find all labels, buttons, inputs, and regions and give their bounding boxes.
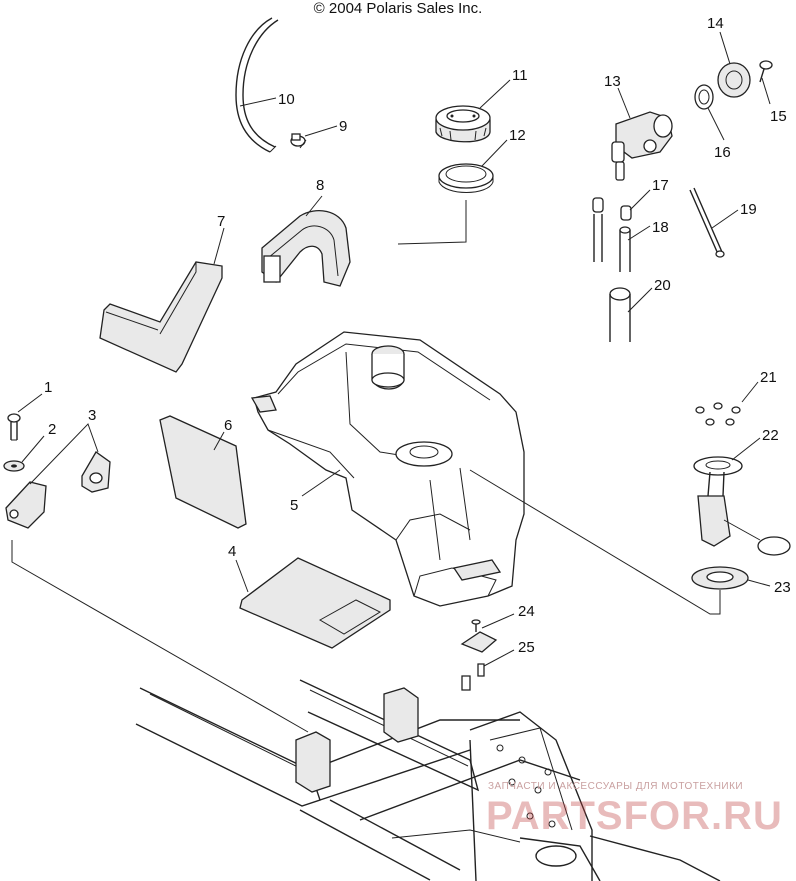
leader-10 <box>239 97 277 107</box>
callout-9: 9 <box>339 118 347 135</box>
leader-5 <box>301 469 341 497</box>
copyright-text: © 2004 Polaris Sales Inc. <box>313 0 483 17</box>
leader-22 <box>731 437 761 461</box>
callout-23: 23 <box>774 579 791 596</box>
callout-8: 8 <box>316 177 324 194</box>
leader-14 <box>719 31 731 65</box>
callout-19: 19 <box>740 201 757 218</box>
leader-16 <box>707 107 725 141</box>
leader-6 <box>213 431 225 451</box>
guide-line-3 <box>11 540 309 733</box>
callout-6: 6 <box>224 417 232 434</box>
part-9-clamp[interactable] <box>290 133 307 149</box>
part-12-cap-gasket[interactable] <box>438 163 494 193</box>
leader-12 <box>481 139 508 167</box>
watermark-brand[interactable]: PARTSFOR.RU <box>486 794 783 838</box>
part-22-fuel-sender[interactable] <box>693 456 791 556</box>
part-18-fuel-hose[interactable] <box>593 214 631 272</box>
callout-3: 3 <box>88 407 96 424</box>
part-13-fuel-valve[interactable] <box>611 111 673 181</box>
leader-7 <box>213 227 225 265</box>
leader-15 <box>761 77 771 105</box>
vehicle-frame <box>135 679 721 881</box>
callout-18: 18 <box>652 219 669 236</box>
callout-1: 1 <box>44 379 52 396</box>
watermark-tagline: ЗАПЧАСТИ И АКСЕССУАРЫ ДЛЯ МОТОТЕХНИКИ <box>488 781 744 792</box>
part-14-valve-plate[interactable] <box>717 62 751 98</box>
part-7-foam-pad[interactable] <box>99 261 223 373</box>
leader-4 <box>235 559 249 593</box>
part-15-screw[interactable] <box>759 60 773 83</box>
part-21-screws[interactable] <box>695 402 741 426</box>
callout-11: 11 <box>512 67 528 84</box>
callout-7: 7 <box>217 213 225 230</box>
callout-20: 20 <box>654 277 671 294</box>
callout-5: 5 <box>290 497 298 514</box>
callout-4: 4 <box>228 543 236 560</box>
leader-19 <box>711 209 739 229</box>
part-6-foam-pad[interactable] <box>159 415 247 529</box>
part-19-rod[interactable] <box>689 187 725 258</box>
part-23-sender-gasket[interactable] <box>691 566 749 590</box>
leader-1 <box>17 393 43 413</box>
callout-14: 14 <box>707 15 724 32</box>
leader-24 <box>481 613 515 629</box>
leader-8 <box>305 195 323 217</box>
callout-2: 2 <box>48 421 56 438</box>
leader-18 <box>627 225 651 241</box>
callout-13: 13 <box>604 73 621 90</box>
callout-15: 15 <box>770 108 787 125</box>
leader-25 <box>483 649 515 667</box>
callout-17: 17 <box>652 177 669 194</box>
guide-line-12 <box>397 200 467 245</box>
part-10-vent-hose[interactable] <box>235 17 279 153</box>
part-11-fuel-cap[interactable] <box>435 105 491 143</box>
part-1-bolt[interactable] <box>7 413 21 441</box>
part-17-hose-clamps[interactable] <box>592 197 632 221</box>
part-3-mount-brackets[interactable] <box>5 451 111 529</box>
part-5-fuel-tank[interactable] <box>250 331 525 607</box>
leader-13 <box>617 87 631 119</box>
part-16-o-ring[interactable] <box>694 84 714 110</box>
part-2-washer[interactable] <box>3 460 25 472</box>
part-25-pins[interactable] <box>461 663 485 691</box>
leader-3 <box>29 423 99 485</box>
callout-12: 12 <box>509 127 526 144</box>
callout-25: 25 <box>518 639 535 656</box>
part-8-fill-neck-rubber[interactable] <box>261 210 351 287</box>
callout-21: 21 <box>760 369 777 386</box>
callout-16: 16 <box>714 144 731 161</box>
leader-2 <box>21 435 45 463</box>
leader-23 <box>747 579 771 587</box>
leader-11 <box>479 79 511 109</box>
callout-22: 22 <box>762 427 779 444</box>
callout-24: 24 <box>518 603 535 620</box>
part-20-hose[interactable] <box>609 287 631 342</box>
leader-20 <box>627 287 653 313</box>
leader-17 <box>629 189 651 211</box>
part-24-bracket-stud[interactable] <box>460 619 498 653</box>
guide-line-23 <box>469 469 721 615</box>
leader-9 <box>304 125 338 137</box>
leader-21 <box>741 381 759 403</box>
part-4-base-pad[interactable] <box>239 557 391 649</box>
callout-10: 10 <box>278 91 295 108</box>
